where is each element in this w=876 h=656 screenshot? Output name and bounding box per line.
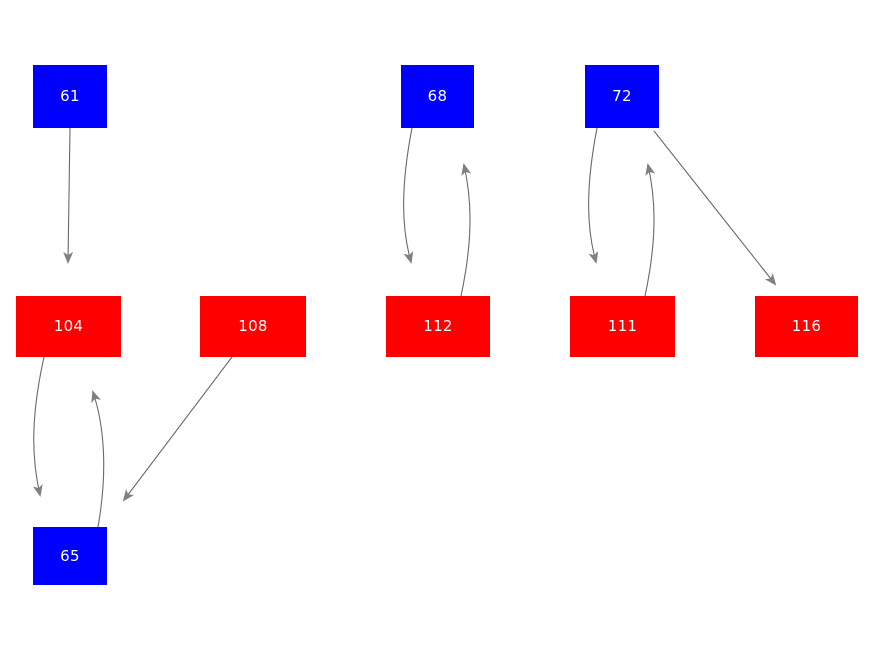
- edge-104-to-65: [32, 356, 45, 497]
- node-label: 108: [238, 317, 268, 335]
- edge-108-to-65: [122, 356, 233, 502]
- node-label: 112: [423, 317, 453, 335]
- graph-node-104[interactable]: 104: [16, 296, 121, 357]
- node-label: 104: [53, 317, 84, 335]
- graph-node-108[interactable]: 108: [200, 296, 306, 357]
- graph-node-116[interactable]: 116: [755, 296, 858, 357]
- node-label: 72: [612, 87, 632, 105]
- edge-111-to-72: [644, 163, 656, 297]
- graph-node-111[interactable]: 111: [570, 296, 675, 357]
- edge-72-to-111: [588, 127, 599, 264]
- edge-61-to-104: [63, 127, 74, 264]
- node-label: 111: [607, 317, 638, 335]
- node-label: 61: [60, 87, 80, 105]
- graph-node-112[interactable]: 112: [386, 296, 490, 357]
- graph-node-72[interactable]: 72: [585, 65, 659, 128]
- node-label: 68: [427, 87, 448, 105]
- edge-68-to-112: [403, 127, 414, 264]
- edge-72-to-116: [653, 130, 777, 286]
- node-label: 116: [791, 317, 822, 335]
- graph-node-61[interactable]: 61: [33, 65, 107, 128]
- edge-112-to-68: [460, 163, 472, 297]
- graph-node-65[interactable]: 65: [33, 527, 107, 585]
- node-label: 65: [60, 546, 80, 565]
- graph-node-68[interactable]: 68: [401, 65, 474, 128]
- edge-65-to-104: [91, 390, 105, 528]
